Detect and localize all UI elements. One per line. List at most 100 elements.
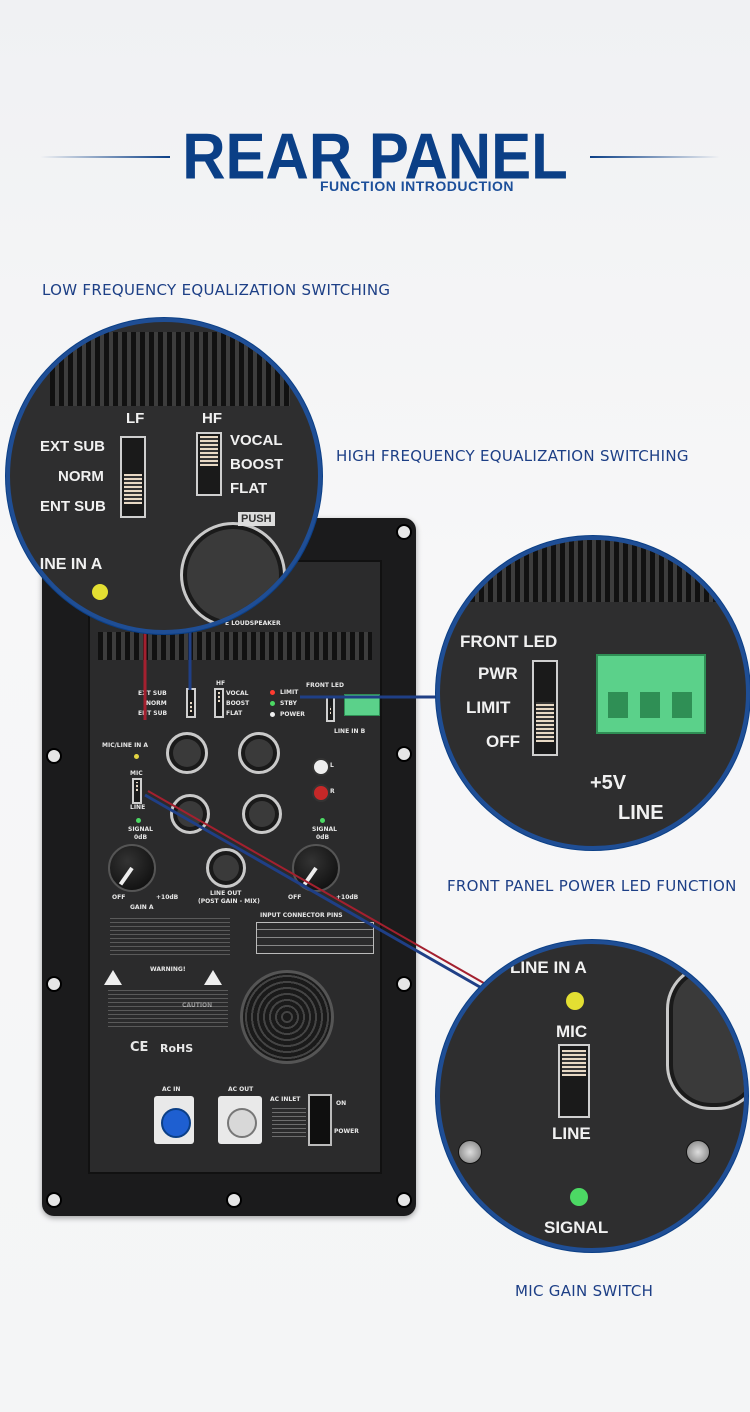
rca-r-jack[interactable]: [312, 784, 330, 802]
zoom-screw: [686, 1140, 710, 1164]
page-title: REAR PANEL: [182, 120, 568, 193]
zoom-mic-led-yellow: [566, 992, 584, 1010]
mount-hole: [46, 1192, 62, 1208]
zoom-eq-switches: LF HF EXT SUB NORM ENT SUB VOCAL BOOST F…: [6, 318, 322, 634]
limit-led: [270, 690, 275, 695]
hf-label: HF: [216, 680, 226, 687]
mic-label: MIC: [130, 770, 143, 777]
limit-label: LIMIT: [280, 689, 299, 696]
zoom-led-off: OFF: [486, 732, 520, 751]
rca-l-jack[interactable]: [312, 758, 330, 776]
lf-opt-ent-sub: ENT SUB: [138, 710, 168, 717]
signal-label-b: SIGNAL: [312, 826, 337, 833]
control-section: E LOUDSPEAKER EXT SUB NORM ENT SUB HF VO…: [88, 560, 382, 1174]
line-in-b-terminal[interactable]: [344, 694, 380, 716]
callout-front-led: FRONT PANEL POWER LED FUNCTION: [447, 877, 737, 895]
gain-a-knob[interactable]: [108, 844, 156, 892]
page-subtitle: FUNCTION INTRODUCTION: [320, 178, 515, 194]
signal-led-b: [320, 818, 325, 823]
zoom-led-limit: LIMIT: [466, 698, 511, 717]
ac-out-label: AC OUT: [228, 1086, 254, 1093]
hf-opt-flat: FLAT: [226, 710, 243, 717]
zoom-screw: [458, 1140, 482, 1164]
zoom-line-label: LINE: [552, 1124, 591, 1143]
rca-l-label: L: [330, 762, 334, 769]
callout-mic-gain: MIC GAIN SWITCH: [515, 1282, 654, 1300]
warning-triangle-icon: [104, 970, 122, 985]
zoom-green-terminal[interactable]: [596, 654, 706, 734]
zoom-front-led: FRONT LED PWR LIMIT OFF +5V LINE: [436, 536, 750, 850]
input-pins-table: [256, 922, 374, 954]
zoom-mic-line-switch[interactable]: [558, 1044, 590, 1118]
zoom-lf-ent-sub: ENT SUB: [40, 498, 106, 515]
ac-in-label: AC IN: [162, 1086, 181, 1093]
mount-hole: [396, 746, 412, 762]
gain-a-max-label: +10dB: [156, 894, 179, 901]
zoom-lf-norm: NORM: [58, 468, 104, 485]
line-label: LINE: [130, 804, 146, 811]
zoom-lf-switch[interactable]: [120, 436, 146, 518]
zoom-front-led-switch[interactable]: [532, 660, 558, 756]
zoom-line-label: LINE: [618, 802, 664, 824]
zoom-line-in-a: LINE IN A: [30, 556, 103, 573]
mount-hole: [396, 976, 412, 992]
power-led: [270, 712, 275, 717]
xlr-combo-input-a[interactable]: [166, 732, 208, 774]
zoom-hf-vocal: VOCAL: [230, 432, 283, 449]
zoom-hf-flat: FLAT: [230, 480, 268, 497]
rohs-label: RoHS: [160, 1042, 194, 1055]
ce-mark-icon: CE: [130, 1040, 149, 1055]
zoom-led-pwr: PWR: [478, 664, 518, 683]
ac-in-socket[interactable]: [154, 1096, 194, 1144]
mic-line-in-a-label: MIC/LINE IN A: [102, 742, 149, 749]
rca-r-label: R: [330, 788, 335, 795]
callout-lf-eq: LOW FREQUENCY EQUALIZATION SWITCHING: [42, 281, 391, 299]
xlr-combo-input-b[interactable]: [238, 732, 280, 774]
hf-opt-vocal: VOCAL: [226, 690, 249, 697]
zoom-mic-xlr[interactable]: [666, 964, 744, 1110]
front-led-label: FRONT LED: [306, 682, 344, 689]
hf-opt-boost: BOOST: [226, 700, 250, 707]
gain-b-max-label: +10dB: [336, 894, 359, 901]
power-switch-label: POWER: [334, 1128, 359, 1135]
zoom-push-tab: PUSH: [238, 512, 275, 526]
header-rule-left: [40, 156, 170, 158]
lf-opt-ext-sub: EXT SUB: [138, 690, 167, 697]
warning-label: WARNING!: [150, 966, 186, 973]
ac-inlet-text-block: [272, 1106, 306, 1140]
mount-hole: [226, 1192, 242, 1208]
zoom-hf-switch[interactable]: [196, 432, 222, 496]
zoom-xlr-input[interactable]: [180, 522, 286, 628]
gain-a-label: GAIN A: [130, 904, 154, 911]
header-rule-right: [590, 156, 720, 158]
power-label: POWER: [280, 711, 305, 718]
compliance-text-block: [110, 918, 230, 958]
hf-eq-switch[interactable]: [214, 688, 224, 718]
callout-hf-eq: HIGH FREQUENCY EQUALIZATION SWITCHING: [336, 447, 689, 465]
stby-led: [270, 701, 275, 706]
mount-hole: [396, 524, 412, 540]
xlr-line-out[interactable]: [206, 848, 246, 888]
zoom-mic-label: MIC: [556, 1022, 588, 1041]
signal-led-top: [134, 754, 139, 759]
signal-led-a: [136, 818, 141, 823]
zoom-mic-led-green: [570, 1188, 588, 1206]
zoom-vent-grille: [50, 332, 290, 406]
signal-label-a: SIGNAL: [128, 826, 153, 833]
mount-hole: [396, 1192, 412, 1208]
zoom-vent-grille: [470, 540, 730, 602]
cooling-fan: [240, 970, 334, 1064]
caution-text-block: [108, 990, 228, 1030]
xlr-link-out-b[interactable]: [242, 794, 282, 834]
mount-hole: [46, 748, 62, 764]
warning-triangle-icon: [204, 970, 222, 985]
input-pins-label: INPUT CONNECTOR PINS: [260, 912, 343, 919]
zoom-voltage-label: +5V: [590, 772, 627, 794]
odb-label-a: 0dB: [134, 834, 148, 841]
lf-opt-norm: NORM: [146, 700, 167, 707]
power-switch[interactable]: [308, 1094, 332, 1146]
gain-a-off-label: OFF: [112, 894, 126, 901]
ac-out-socket[interactable]: [218, 1096, 262, 1144]
zoom-lf-label: LF: [126, 410, 145, 427]
mic-line-switch[interactable]: [132, 778, 142, 804]
